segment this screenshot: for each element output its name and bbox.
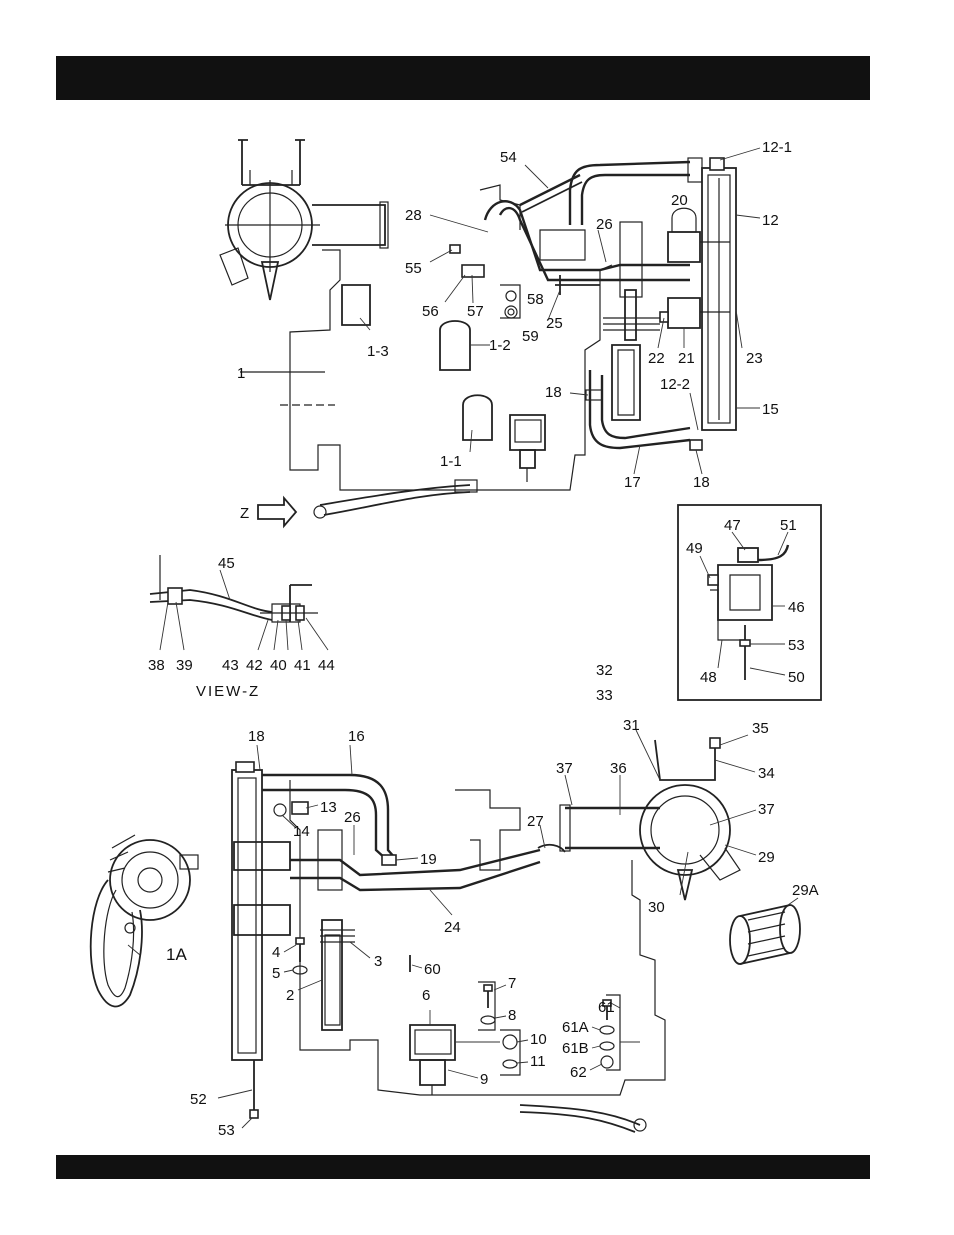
callout-51: 51: [780, 517, 797, 534]
callout-29: 29: [758, 849, 775, 866]
callout-18-bottom: 18: [693, 474, 710, 491]
callout-37-right: 37: [758, 801, 775, 818]
callout-6: 6: [422, 987, 430, 1004]
callout-17: 17: [624, 474, 641, 491]
callout-3: 3: [374, 953, 382, 970]
view-z-detail: [150, 555, 328, 650]
callout-33: 33: [596, 687, 613, 704]
callout-1-2: 1-2: [489, 337, 511, 354]
callout-49: 49: [686, 540, 703, 557]
callout-56: 56: [422, 303, 439, 320]
callout-26-lower: 26: [344, 809, 361, 826]
callout-57: 57: [467, 303, 484, 320]
callout-27: 27: [527, 813, 544, 830]
callout-52: 52: [190, 1091, 207, 1108]
callout-1: 1: [237, 365, 245, 382]
callout-1-3: 1-3: [367, 343, 389, 360]
callout-12: 12: [762, 212, 779, 229]
callout-2: 2: [286, 987, 294, 1004]
callout-16: 16: [348, 728, 365, 745]
callout-48: 48: [700, 669, 717, 686]
callout-22: 22: [648, 350, 665, 367]
callout-62: 62: [570, 1064, 587, 1081]
callout-38: 38: [148, 657, 165, 674]
callout-31: 31: [623, 717, 640, 734]
callout-1-1: 1-1: [440, 453, 462, 470]
callout-28: 28: [405, 207, 422, 224]
callout-26-top: 26: [596, 216, 613, 233]
callout-12-1: 12-1: [762, 139, 792, 156]
callout-1a: 1A: [166, 945, 187, 964]
view-z-marker: Z: [240, 505, 249, 522]
view-z-label: VIEW-Z: [196, 683, 260, 700]
callout-12-2: 12-2: [660, 376, 690, 393]
callout-7: 7: [508, 975, 516, 992]
callout-44: 44: [318, 657, 335, 674]
callout-45: 45: [218, 555, 235, 572]
callout-36: 36: [610, 760, 627, 777]
callout-41: 41: [294, 657, 311, 674]
callout-55: 55: [405, 260, 422, 277]
callout-15: 15: [762, 401, 779, 418]
callout-14: 14: [293, 823, 310, 840]
callout-21: 21: [678, 350, 695, 367]
footer-bar: [56, 1155, 870, 1179]
callout-37-left: 37: [556, 760, 573, 777]
callout-43: 43: [222, 657, 239, 674]
callout-61: 61: [598, 999, 615, 1016]
callout-30: 30: [648, 899, 665, 916]
callout-25: 25: [546, 315, 563, 332]
callout-60: 60: [424, 961, 441, 978]
callout-23: 23: [746, 350, 763, 367]
callout-59: 59: [522, 328, 539, 345]
callout-47: 47: [724, 517, 741, 534]
callout-18-lower: 18: [248, 728, 265, 745]
callout-18-top: 18: [545, 384, 562, 401]
callout-13: 13: [320, 799, 337, 816]
callout-39: 39: [176, 657, 193, 674]
callout-5: 5: [272, 965, 280, 982]
callout-40: 40: [270, 657, 287, 674]
callout-35: 35: [752, 720, 769, 737]
callout-11: 11: [530, 1053, 546, 1070]
upper-assembly: [220, 140, 736, 526]
callout-46: 46: [788, 599, 805, 616]
callout-10: 10: [530, 1031, 547, 1048]
callout-32: 32: [596, 662, 613, 679]
callout-9: 9: [480, 1071, 488, 1088]
callout-53-inset: 53: [788, 637, 805, 654]
callout-24: 24: [444, 919, 461, 936]
callout-34: 34: [758, 765, 775, 782]
callout-61a: 61A: [562, 1019, 589, 1036]
callout-58: 58: [527, 291, 544, 308]
callout-54: 54: [500, 149, 517, 166]
callout-53-lower: 53: [218, 1122, 235, 1139]
callout-42: 42: [246, 657, 263, 674]
callout-19: 19: [420, 851, 437, 868]
callout-8: 8: [508, 1007, 516, 1024]
callout-61b: 61B: [562, 1040, 589, 1057]
callout-4: 4: [272, 944, 280, 961]
callout-50: 50: [788, 669, 805, 686]
callout-20: 20: [671, 192, 688, 209]
callout-29a: 29A: [792, 882, 819, 899]
